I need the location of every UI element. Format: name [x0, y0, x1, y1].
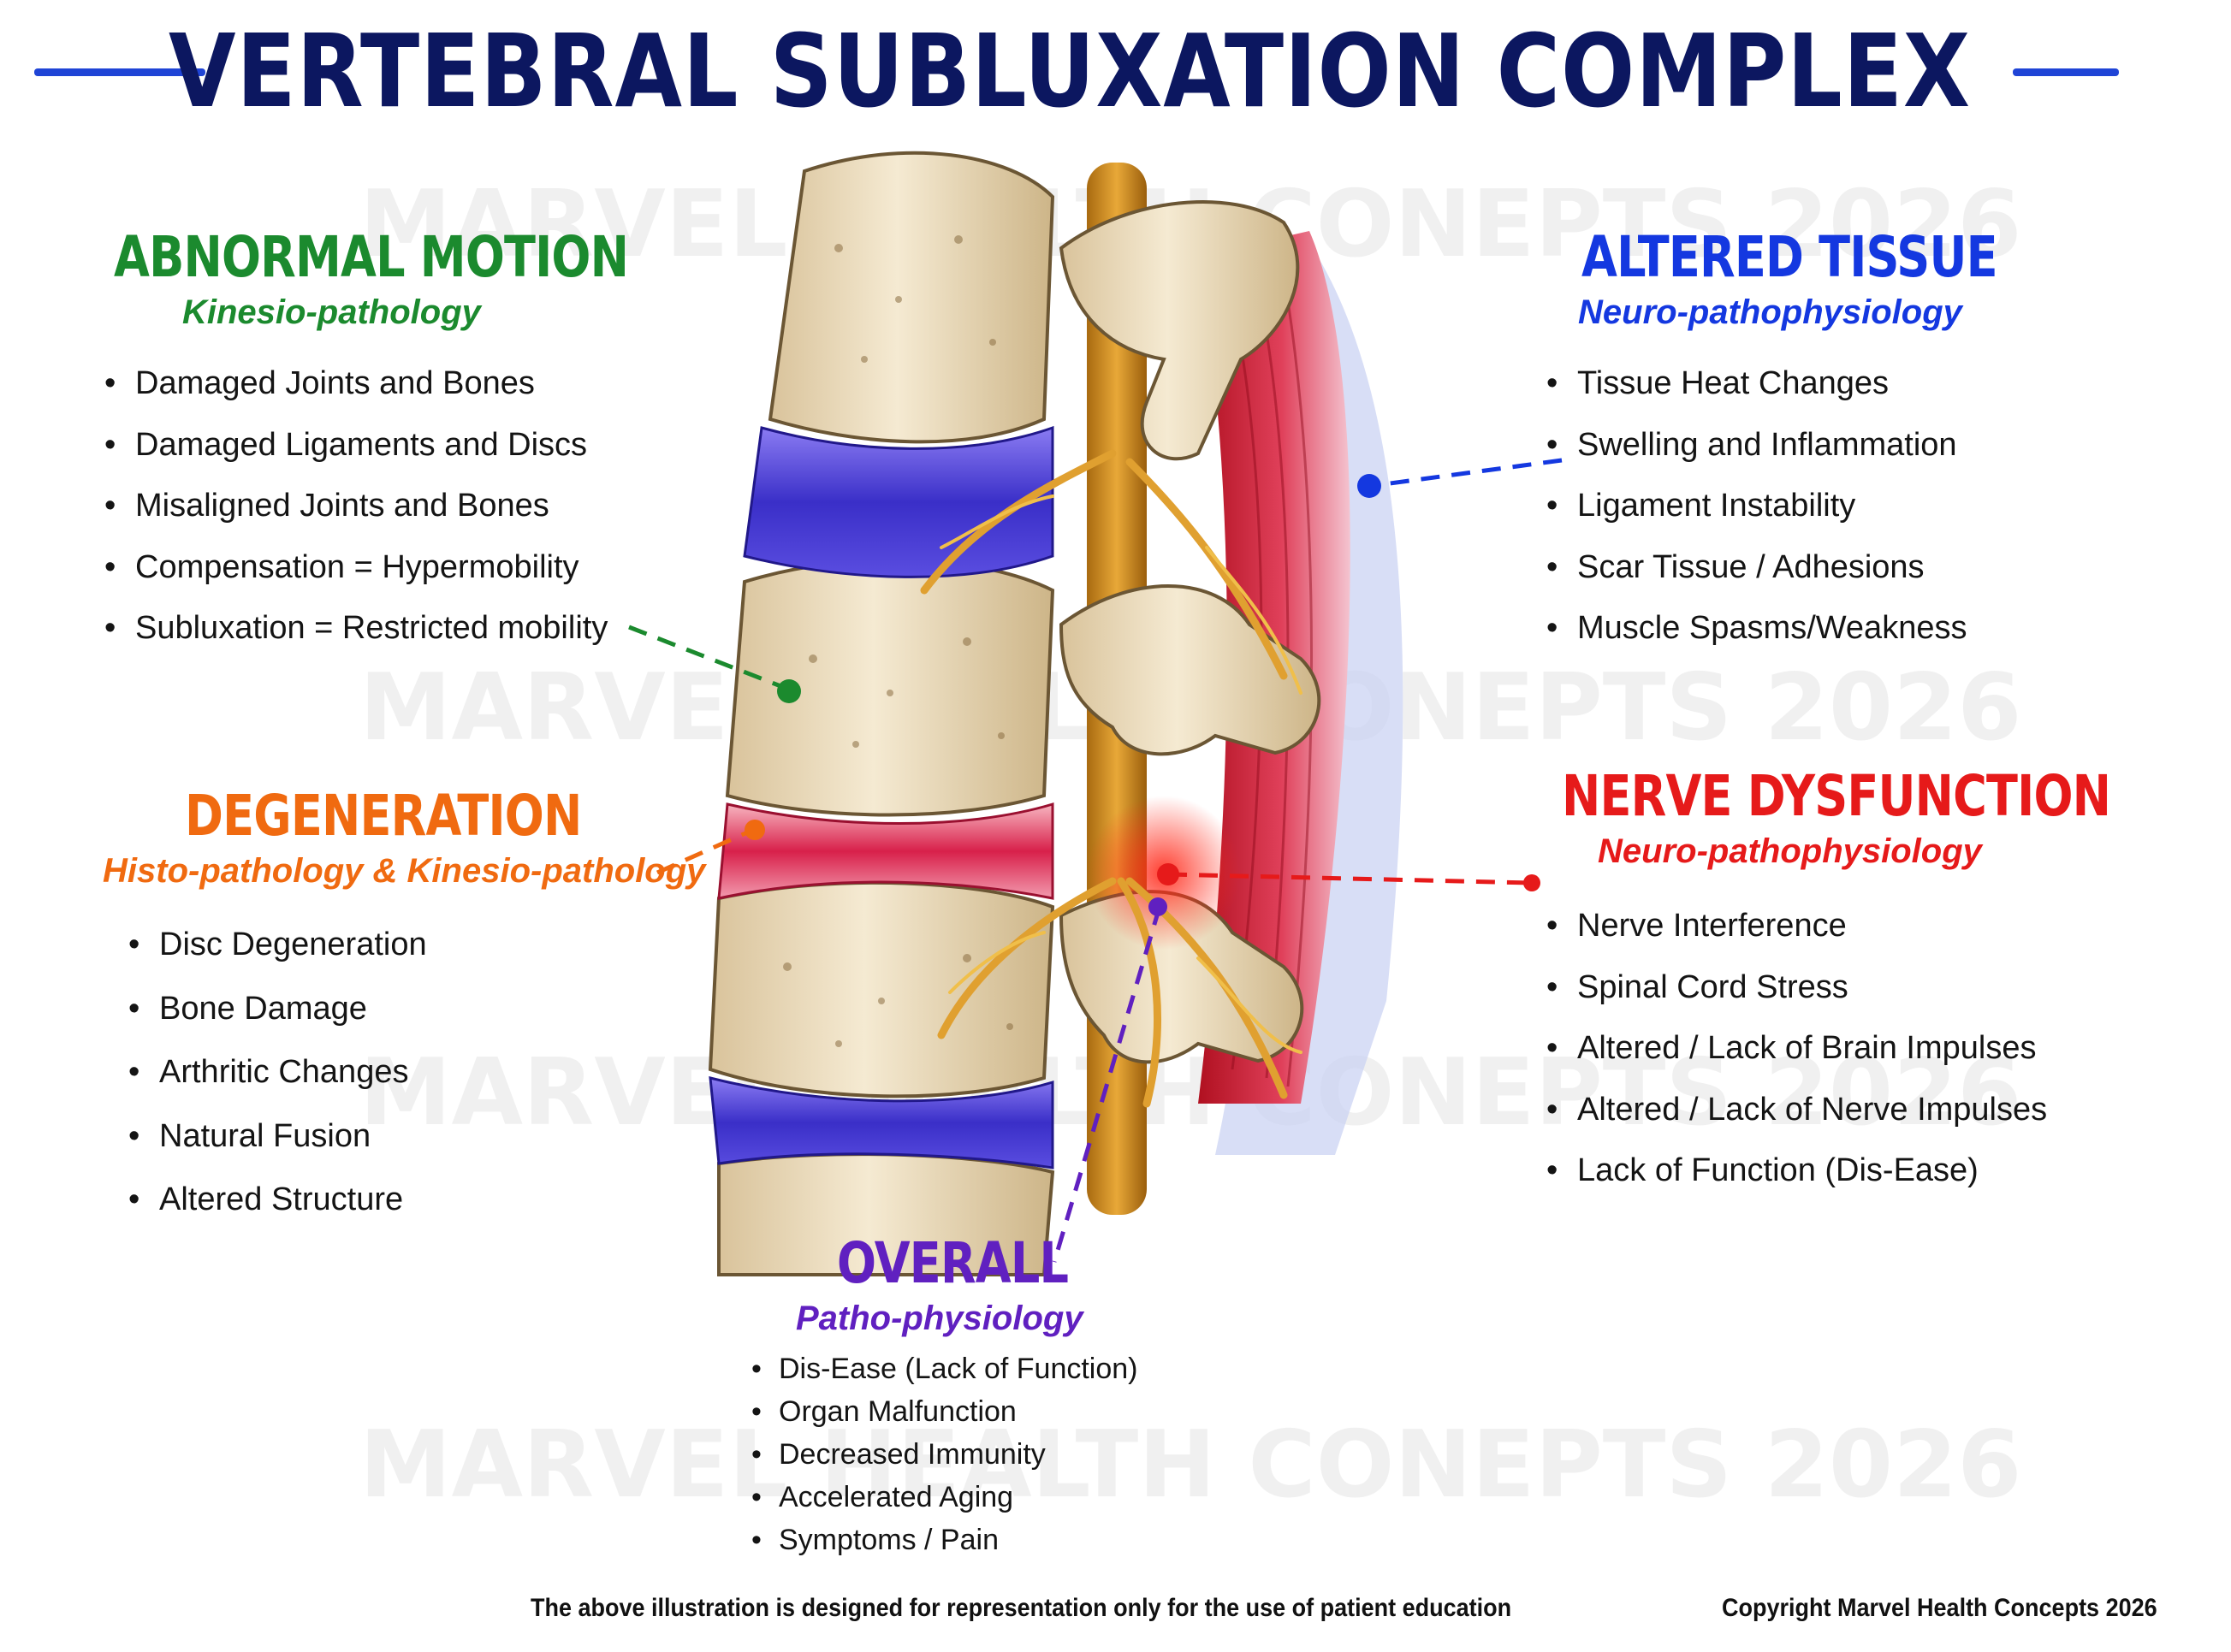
copyright-text: Copyright Marvel Health Concepts 2026: [1722, 1594, 2157, 1622]
section-degeneration: DEGENERATION Histo-pathology & Kinesio-p…: [103, 783, 705, 891]
section-title: ABNORMAL MOTION: [114, 224, 629, 290]
section-subtitle: Kinesio-pathology: [182, 293, 481, 331]
list-item: Dis-Ease (Lack of Function): [751, 1350, 1138, 1393]
section-title: OVERALL: [837, 1230, 1069, 1296]
section-title: NERVE DYSFUNCTION: [1562, 763, 2111, 829]
section-abnormal-motion: ABNORMAL MOTION Kinesio-pathology: [114, 224, 741, 332]
list-item: Nerve Interference: [1546, 903, 2047, 965]
overall-list: Dis-Ease (Lack of Function) Organ Malfun…: [751, 1350, 1138, 1564]
section-subtitle: Patho-physiology: [796, 1300, 1083, 1337]
page-title: VERTEBRAL SUBLUXATION COMPLEX: [169, 12, 1971, 130]
nerve-dysfunction-list: Nerve Interference Spinal Cord Stress Al…: [1546, 903, 2047, 1210]
list-item: Natural Fusion: [128, 1114, 427, 1178]
section-subtitle: Neuro-pathophysiology: [1598, 832, 1982, 870]
list-item: Altered / Lack of Nerve Impulses: [1546, 1087, 2047, 1149]
list-item: Accelerated Aging: [751, 1478, 1138, 1521]
section-altered-tissue: ALTERED TISSUE Neuro-pathophysiology: [1578, 224, 2088, 332]
list-item: Altered / Lack of Brain Impulses: [1546, 1026, 2047, 1087]
spine-illustration: [708, 151, 1403, 1276]
list-item: Swelling and Inflammation: [1546, 423, 1967, 484]
list-item: Disc Degeneration: [128, 922, 427, 986]
list-item: Symptoms / Pain: [751, 1521, 1138, 1564]
degeneration-list: Disc Degeneration Bone Damage Arthritic …: [128, 922, 427, 1241]
list-item: Damaged Ligaments and Discs: [104, 423, 608, 484]
list-item: Damaged Joints and Bones: [104, 361, 608, 423]
list-item: Altered Structure: [128, 1177, 427, 1241]
list-item: Ligament Instability: [1546, 483, 1967, 545]
list-item: Organ Malfunction: [751, 1393, 1138, 1436]
list-item: Decreased Immunity: [751, 1436, 1138, 1478]
list-item: Subluxation = Restricted mobility: [104, 606, 608, 667]
list-item: Compensation = Hypermobility: [104, 545, 608, 607]
list-item: Spinal Cord Stress: [1546, 965, 2047, 1027]
list-item: Lack of Function (Dis-Ease): [1546, 1148, 2047, 1210]
watermark: MARVEL HEALTH CONEPTS 2026: [359, 1412, 2022, 1519]
section-title: ALTERED TISSUE: [1581, 224, 1998, 290]
list-item: Bone Damage: [128, 986, 427, 1051]
section-subtitle: Neuro-pathophysiology: [1578, 293, 1962, 331]
title-rule-right: [2013, 68, 2119, 76]
list-item: Arthritic Changes: [128, 1050, 427, 1114]
section-nerve-dysfunction: NERVE DYSFUNCTION Neuro-pathophysiology: [1562, 763, 2231, 871]
altered-tissue-list: Tissue Heat Changes Swelling and Inflamm…: [1546, 361, 1967, 667]
list-item: Tissue Heat Changes: [1546, 361, 1967, 423]
list-item: Scar Tissue / Adhesions: [1546, 545, 1967, 607]
section-overall: OVERALL Patho-physiology: [796, 1230, 1119, 1338]
title-rule-left: [34, 68, 205, 76]
section-title: DEGENERATION: [185, 783, 582, 849]
disclaimer-text: The above illustration is designed for r…: [531, 1594, 1512, 1622]
list-item: Misaligned Joints and Bones: [104, 483, 608, 545]
section-subtitle: Histo-pathology & Kinesio-pathology: [103, 852, 706, 890]
list-item: Muscle Spasms/Weakness: [1546, 606, 1967, 667]
abnormal-motion-list: Damaged Joints and Bones Damaged Ligamen…: [104, 361, 608, 667]
